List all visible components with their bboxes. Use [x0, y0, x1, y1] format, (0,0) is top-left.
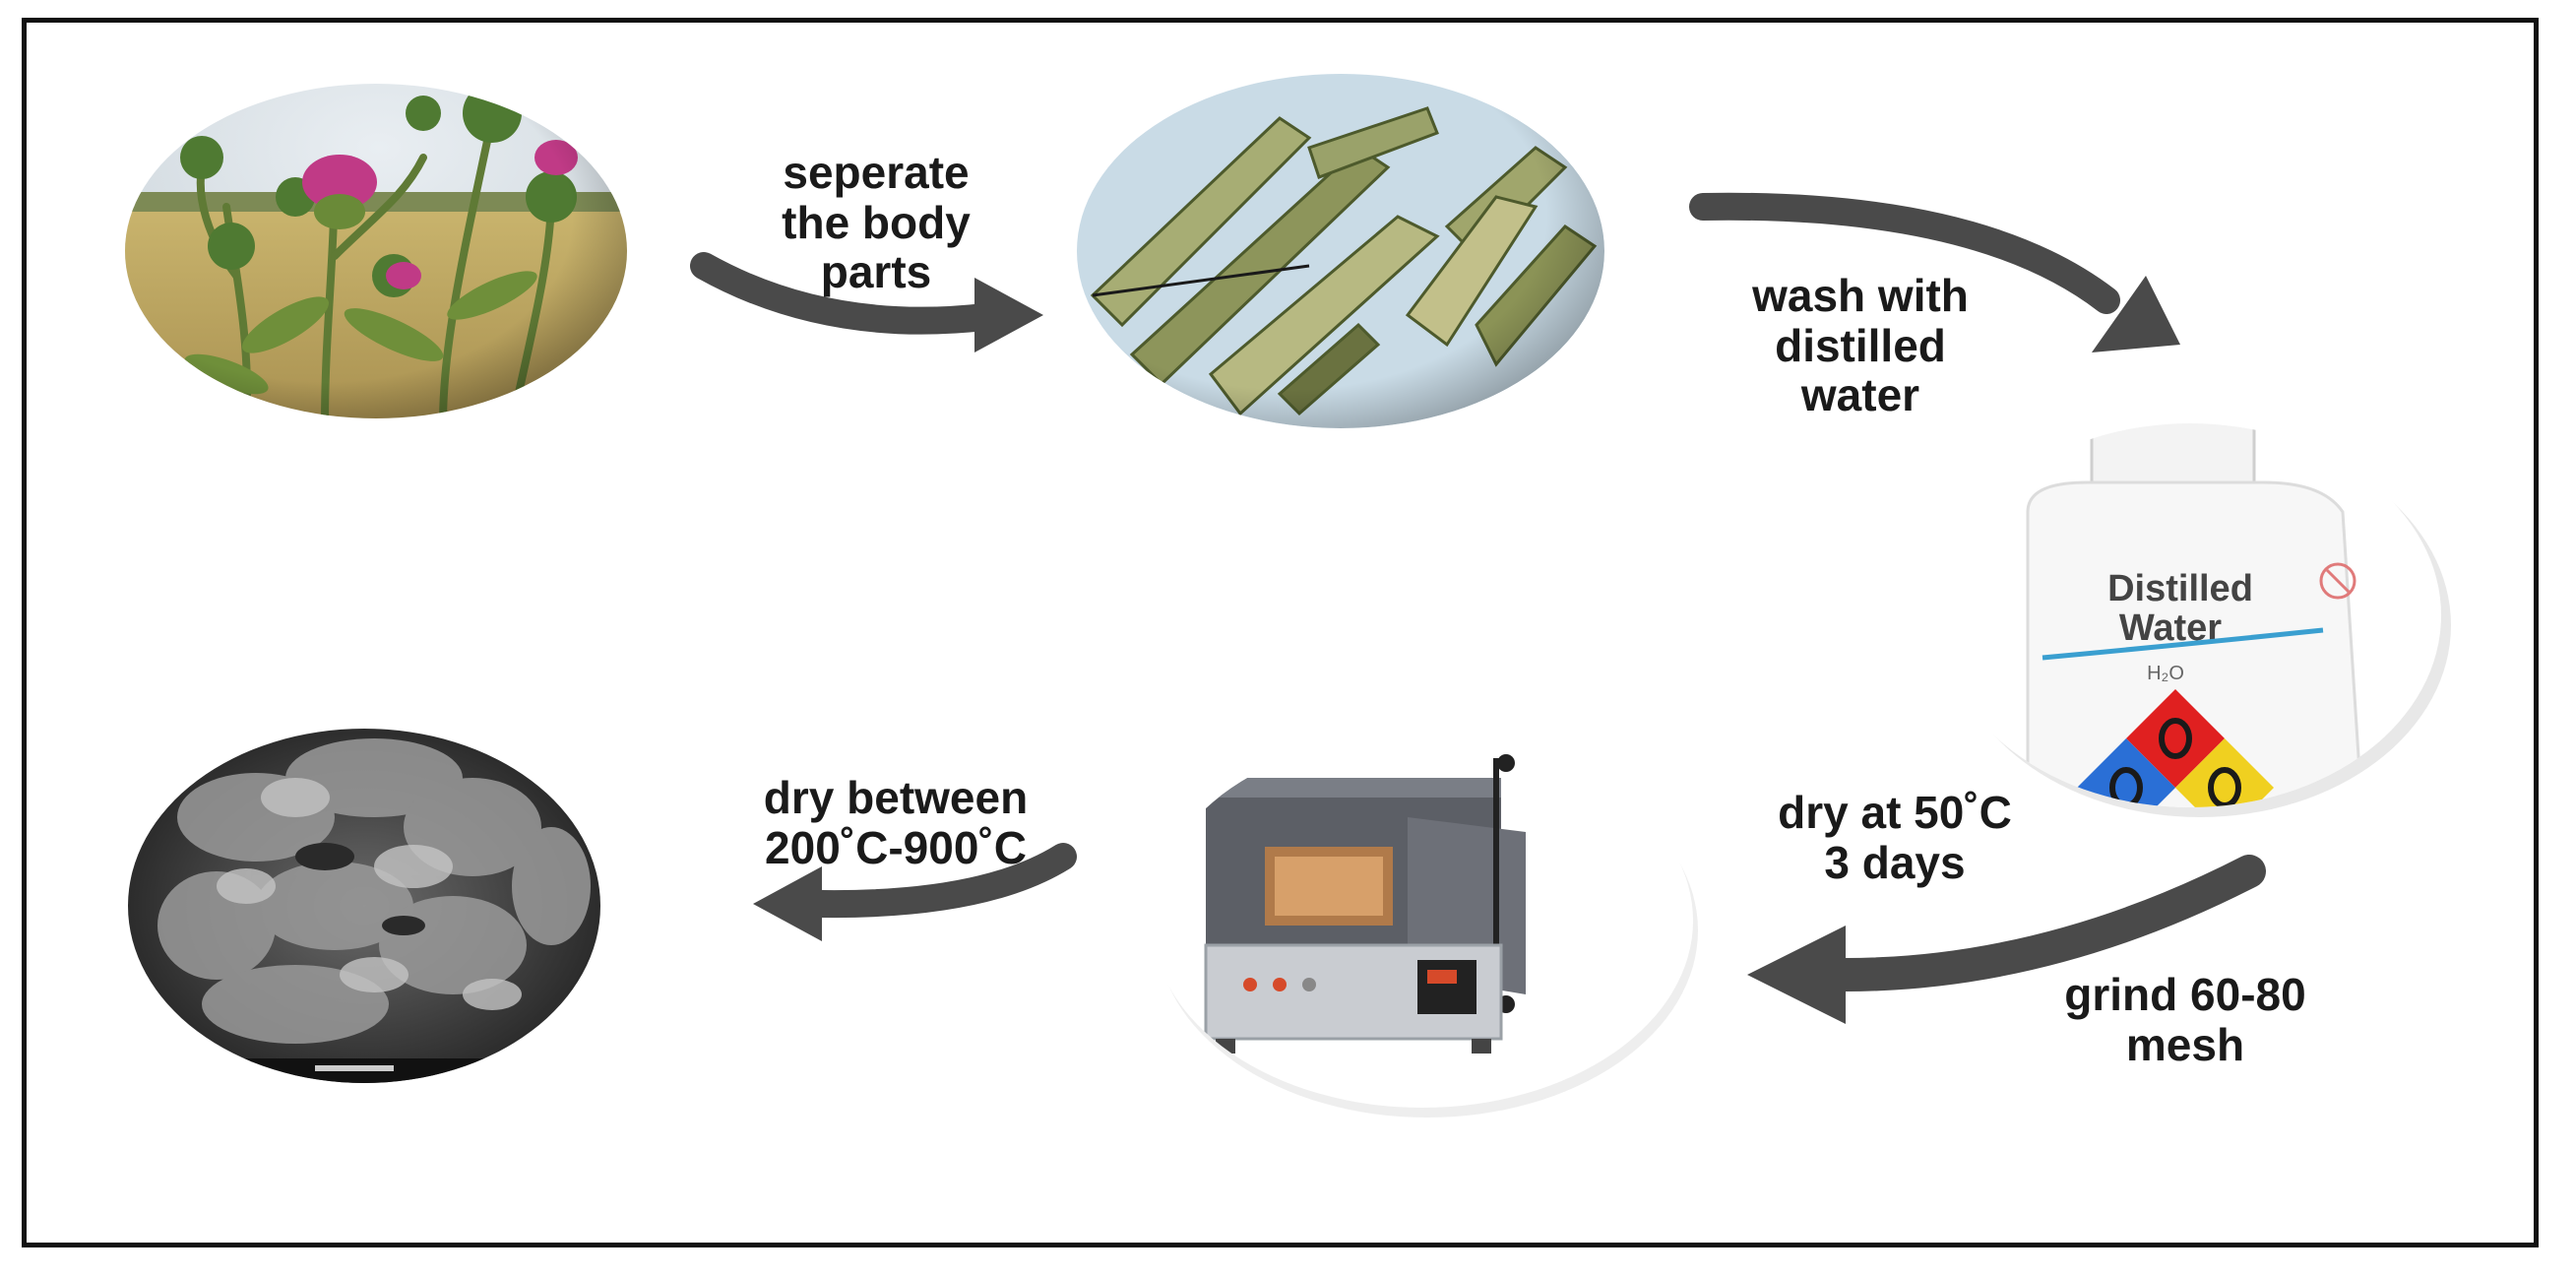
arrow-dry-high [753, 843, 1077, 941]
step-label-dry50: dry at 50˚C 3 days [1778, 787, 2012, 888]
arrow-grind [1747, 855, 2266, 1024]
bottle-label-formula: H₂O [2147, 663, 2184, 684]
distilled-water-bottle-photo: Distilled Water H₂O [1939, 423, 2451, 817]
arrow-separate [690, 252, 1043, 352]
hazard-diamond-icon [2077, 689, 2274, 807]
arrow-wash [1689, 192, 2180, 352]
step-label-separate: seperate the body parts [782, 147, 971, 298]
furnace-photo [1152, 734, 1698, 1118]
step-label-dry-high: dry between 200˚C-900˚C [763, 772, 1029, 873]
step-label-grind: grind 60-80 mesh [2064, 969, 2306, 1070]
plant-parts-photo [1077, 74, 1604, 428]
sem-micrograph-photo [128, 729, 600, 1083]
thistle-plant-photo [125, 84, 627, 418]
step-label-wash: wash with distilled water [1752, 270, 1969, 421]
bottle-label-line1: Distilled [2107, 568, 2253, 609]
